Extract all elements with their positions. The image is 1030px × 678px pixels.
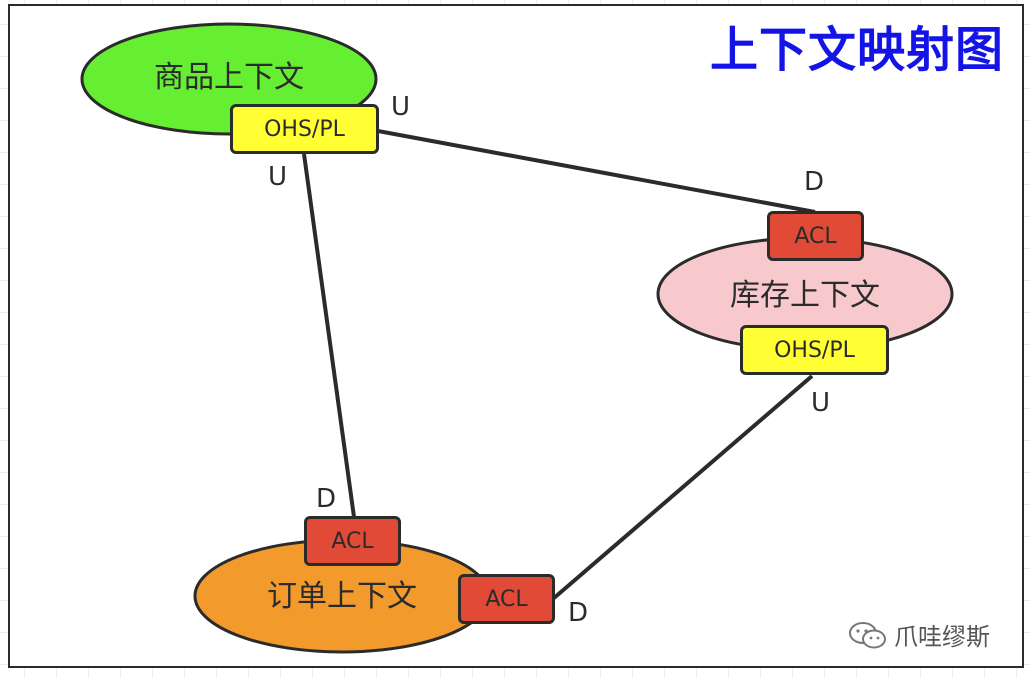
product-ohs-pl-tag[interactable]: OHS/PL	[230, 104, 379, 154]
product-context-label: 商品上下文	[154, 60, 304, 95]
watermark: 爪哇缪斯	[848, 617, 990, 652]
order-right-downstream-marker: D	[568, 598, 589, 628]
order-acl-right-tag[interactable]: ACL	[458, 574, 555, 624]
link-product-inventory	[377, 129, 816, 214]
inventory-context-label: 库存上下文	[730, 278, 880, 313]
watermark-text: 爪哇缪斯	[894, 623, 990, 651]
product-right-upstream-marker: U	[391, 92, 411, 122]
wechat-icon	[849, 621, 886, 648]
order-top-downstream-marker: D	[316, 484, 337, 514]
link-product-order	[302, 153, 356, 518]
inventory-bottom-upstream-marker: U	[811, 388, 831, 418]
product-bottom-upstream-marker: U	[268, 162, 288, 192]
diagram-title: 上下文映射图	[710, 22, 1005, 78]
inventory-acl-tag[interactable]: ACL	[767, 211, 864, 261]
order-context-label: 订单上下文	[267, 579, 417, 614]
order-acl-top-tag[interactable]: ACL	[304, 516, 401, 566]
link-inventory-order	[552, 374, 814, 600]
inventory-ohs-pl-tag[interactable]: OHS/PL	[740, 325, 889, 375]
inventory-top-downstream-marker: D	[804, 167, 825, 197]
